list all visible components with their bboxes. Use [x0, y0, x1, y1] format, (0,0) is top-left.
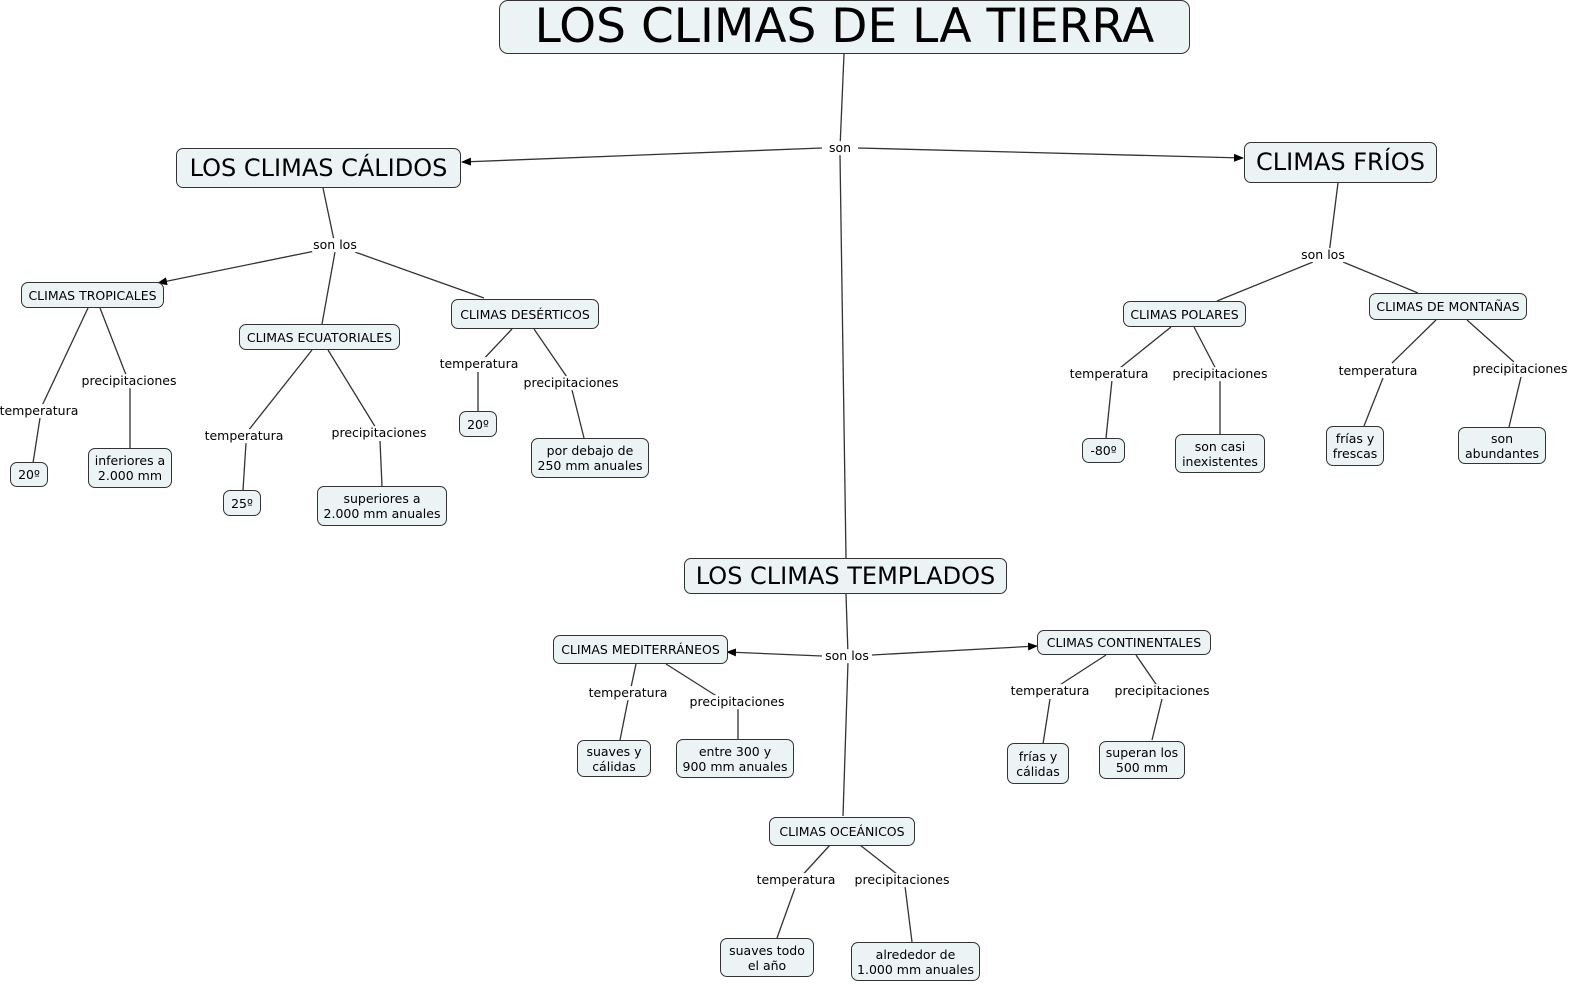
link-label-precipitaciones: precipitaciones — [853, 872, 951, 888]
node-label: LOS CLIMAS TEMPLADOS — [695, 561, 996, 590]
node-label: CLIMAS TROPICALES — [28, 287, 157, 303]
link-label-son-los: son los — [312, 237, 358, 253]
node-value: inferiores a 2.000 mm — [94, 453, 166, 483]
link-label-temperatura: temperatura — [1337, 363, 1419, 379]
node-value: 20º — [18, 467, 40, 482]
node-label: CLIMAS OCEÁNICOS — [779, 824, 905, 839]
node-climas-continentales[interactable]: CLIMAS CONTINENTALES — [1037, 630, 1211, 655]
node-label: CLIMAS ECUATORIALES — [246, 329, 393, 345]
node-value: entre 300 y 900 mm anuales — [682, 743, 788, 774]
node-montanas-precipitaciones[interactable]: son abundantes — [1458, 427, 1546, 464]
node-value: superan los 500 mm — [1105, 745, 1179, 775]
link-label-temperatura: temperatura — [1068, 366, 1150, 382]
node-value: por debajo de 250 mm anuales — [537, 443, 643, 473]
node-value: suaves y cálidas — [586, 743, 642, 774]
node-tropicales-precipitaciones[interactable]: inferiores a 2.000 mm — [88, 448, 172, 488]
node-value: frías y frescas — [1332, 431, 1378, 461]
node-label: CLIMAS DE MONTAÑAS — [1376, 299, 1520, 314]
node-continentales-temperatura[interactable]: frías y cálidas — [1007, 743, 1069, 784]
link-label-precipitaciones: precipitaciones — [80, 373, 178, 389]
link-label-temperatura: temperatura — [587, 685, 669, 701]
node-value: frías y cálidas — [1016, 748, 1060, 779]
link-label-son-los: son los — [824, 648, 870, 664]
node-mediterraneos-temperatura[interactable]: suaves y cálidas — [577, 740, 651, 777]
title-text: LOS CLIMAS DE LA TIERRA — [534, 0, 1155, 54]
node-climas-oceanicos[interactable]: CLIMAS OCEÁNICOS — [769, 817, 915, 846]
link-label-precipitaciones: precipitaciones — [1113, 683, 1211, 699]
node-climas-deserticos[interactable]: CLIMAS DESÉRTICOS — [451, 299, 599, 329]
node-deserticos-precipitaciones[interactable]: por debajo de 250 mm anuales — [531, 438, 649, 478]
node-value: superiores a 2.000 mm anuales — [323, 491, 441, 521]
link-label-temperatura: temperatura — [755, 872, 837, 888]
link-label-precipitaciones: precipitaciones — [688, 694, 786, 710]
link-label-temperatura: temperatura — [203, 428, 285, 444]
link-label-precipitaciones: precipitaciones — [330, 425, 428, 441]
title-node[interactable]: LOS CLIMAS DE LA TIERRA — [499, 0, 1190, 54]
node-oceanicos-precipitaciones[interactable]: alrededor de 1.000 mm anuales — [851, 942, 980, 981]
node-polares-precipitaciones[interactable]: son casi inexistentes — [1175, 434, 1265, 473]
node-montanas-temperatura[interactable]: frías y frescas — [1326, 426, 1384, 466]
node-value: suaves todo el año — [729, 942, 805, 973]
link-label-temperatura: temperatura — [0, 403, 80, 419]
link-label-precipitaciones: precipitaciones — [1471, 361, 1569, 377]
node-climas-templados[interactable]: LOS CLIMAS TEMPLADOS — [684, 558, 1007, 594]
node-climas-mediterraneos[interactable]: CLIMAS MEDITERRÁNEOS — [553, 635, 728, 664]
node-continentales-precipitaciones[interactable]: superan los 500 mm — [1099, 741, 1185, 779]
link-label-precipitaciones: precipitaciones — [522, 375, 620, 391]
node-climas-frios[interactable]: CLIMAS FRÍOS — [1244, 142, 1437, 183]
link-label-temperatura: temperatura — [1009, 683, 1091, 699]
node-value: son casi inexistentes — [1182, 438, 1258, 469]
node-label: LOS CLIMAS CÁLIDOS — [189, 153, 448, 182]
node-mediterraneos-precipitaciones[interactable]: entre 300 y 900 mm anuales — [676, 739, 794, 778]
node-polares-temperatura[interactable]: -80º — [1082, 438, 1125, 463]
node-value: 20º — [467, 416, 489, 432]
link-label-son-los: son los — [1300, 247, 1346, 263]
node-climas-montanas[interactable]: CLIMAS DE MONTAÑAS — [1369, 293, 1527, 320]
node-label: CLIMAS MEDITERRÁNEOS — [561, 642, 720, 657]
node-value: -80º — [1090, 443, 1117, 458]
node-climas-polares[interactable]: CLIMAS POLARES — [1123, 301, 1246, 327]
node-climas-calidos[interactable]: LOS CLIMAS CÁLIDOS — [176, 148, 461, 188]
node-tropicales-temperatura[interactable]: 20º — [10, 462, 48, 487]
node-label: CLIMAS FRÍOS — [1256, 148, 1425, 177]
node-climas-ecuatoriales[interactable]: CLIMAS ECUATORIALES — [239, 324, 400, 350]
node-value: son abundantes — [1464, 430, 1540, 461]
node-label: CLIMAS POLARES — [1130, 306, 1239, 322]
node-value: alrededor de 1.000 mm anuales — [857, 946, 974, 977]
link-label-temperatura: temperatura — [438, 356, 520, 372]
link-label-son: son — [827, 140, 853, 156]
node-ecuatoriales-temperatura[interactable]: 25º — [223, 490, 261, 516]
node-climas-tropicales[interactable]: CLIMAS TROPICALES — [21, 282, 164, 308]
node-label: CLIMAS CONTINENTALES — [1046, 635, 1202, 650]
node-oceanicos-temperatura[interactable]: suaves todo el año — [720, 938, 814, 977]
node-value: 25º — [231, 495, 253, 511]
node-deserticos-temperatura[interactable]: 20º — [459, 411, 497, 437]
node-label: CLIMAS DESÉRTICOS — [460, 306, 590, 322]
link-label-precipitaciones: precipitaciones — [1171, 366, 1269, 382]
node-ecuatoriales-precipitaciones[interactable]: superiores a 2.000 mm anuales — [317, 486, 447, 526]
